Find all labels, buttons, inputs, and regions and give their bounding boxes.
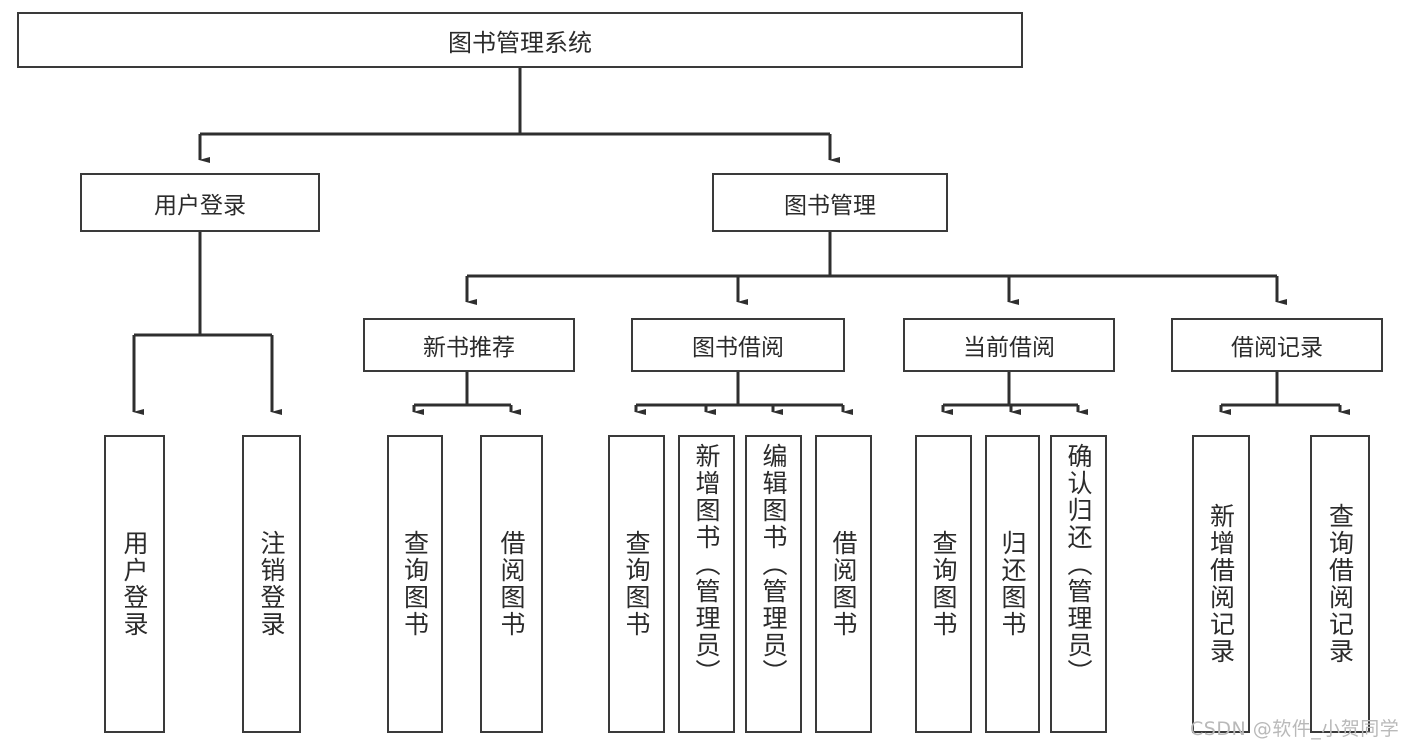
node-label: 归还图书 [998, 530, 1027, 638]
leaf-query-book-recommend[interactable]: 查询图书 [387, 435, 443, 733]
node-borrow-records[interactable]: 借阅记录 [1171, 318, 1383, 372]
node-user-login[interactable]: 用户登录 [80, 173, 320, 232]
node-label: 查询借阅记录 [1325, 503, 1355, 665]
node-label: 借阅记录 [1231, 335, 1323, 361]
node-label: 用户登录 [154, 192, 246, 219]
node-book-management[interactable]: 图书管理 [712, 173, 948, 232]
node-label: 当前借阅 [963, 335, 1055, 361]
leaf-logout[interactable]: 注销登录 [242, 435, 301, 733]
leaf-query-book-current[interactable]: 查询图书 [915, 435, 972, 733]
node-label: 用户登录 [120, 530, 149, 638]
leaf-user-login[interactable]: 用户登录 [104, 435, 165, 733]
node-label: 注销登录 [257, 530, 286, 638]
node-label: 借阅图书 [497, 530, 526, 638]
node-label: 图书借阅 [692, 335, 784, 361]
node-label: 编辑图书（管理员） [759, 443, 788, 686]
leaf-return-book[interactable]: 归还图书 [985, 435, 1040, 733]
node-label: 图书管理系统 [448, 28, 592, 57]
node-label: 新书推荐 [423, 335, 515, 361]
node-label: 查询图书 [400, 530, 430, 638]
node-book-borrow[interactable]: 图书借阅 [631, 318, 845, 372]
leaf-add-book-admin[interactable]: 新增图书（管理员） [678, 435, 735, 733]
node-label: 查询图书 [929, 530, 958, 638]
leaf-query-book-borrow[interactable]: 查询图书 [608, 435, 665, 733]
leaf-add-borrow-record[interactable]: 新增借阅记录 [1192, 435, 1250, 733]
watermark-text: CSDN @软件_小贺同学 [1190, 718, 1400, 740]
node-label: 查询图书 [622, 530, 651, 638]
leaf-query-borrow-record[interactable]: 查询借阅记录 [1310, 435, 1370, 733]
leaf-confirm-return-admin[interactable]: 确认归还（管理员） [1050, 435, 1107, 733]
node-current-borrow[interactable]: 当前借阅 [903, 318, 1115, 372]
leaf-edit-book-admin[interactable]: 编辑图书（管理员） [745, 435, 802, 733]
node-new-book-recommend[interactable]: 新书推荐 [363, 318, 575, 372]
node-label: 图书管理 [784, 192, 876, 219]
node-label: 新增借阅记录 [1206, 503, 1236, 665]
leaf-borrow-book[interactable]: 借阅图书 [815, 435, 872, 733]
node-root[interactable]: 图书管理系统 [17, 12, 1023, 68]
node-label: 新增图书（管理员） [692, 443, 721, 686]
leaf-borrow-book-recommend[interactable]: 借阅图书 [480, 435, 543, 733]
node-label: 确认归还（管理员） [1064, 443, 1093, 686]
node-label: 借阅图书 [829, 530, 858, 638]
